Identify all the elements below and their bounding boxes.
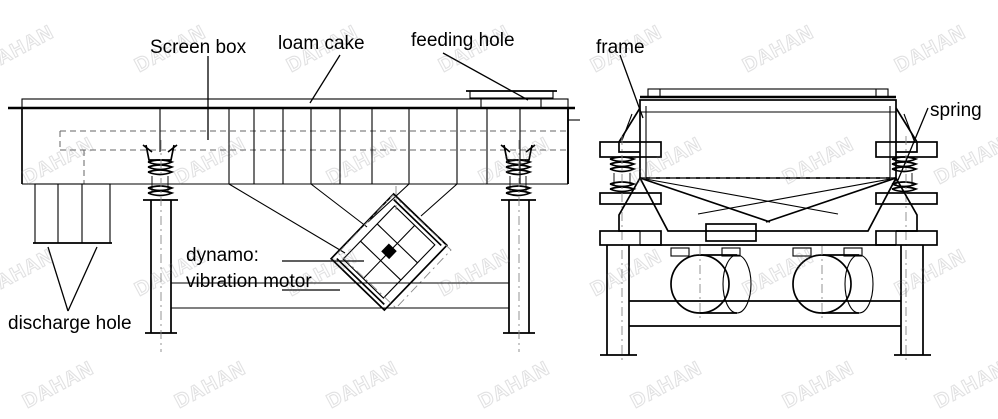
screen-box-end-body bbox=[639, 99, 897, 179]
leader-spring bbox=[897, 107, 929, 181]
vibration-motor-left-view bbox=[329, 192, 449, 312]
spring-leg-left bbox=[142, 140, 178, 352]
bracket-right-taper bbox=[895, 107, 918, 153]
right-view-end-elevation bbox=[599, 88, 938, 360]
left-view-side-elevation bbox=[8, 90, 580, 352]
frame-legs-right-view bbox=[600, 244, 931, 356]
label-frame: frame bbox=[596, 37, 645, 58]
lower-frame-beams bbox=[599, 223, 938, 246]
spring-mount-right bbox=[875, 136, 938, 360]
top-rail-left bbox=[8, 98, 575, 110]
label-spring: spring bbox=[930, 100, 982, 121]
box-right-end bbox=[567, 108, 580, 184]
label-dynamo-line2: vibration motor bbox=[186, 271, 312, 292]
screen-box-body bbox=[21, 108, 569, 185]
top-rail-right bbox=[640, 88, 896, 99]
leader-feeding-hole bbox=[442, 52, 529, 101]
label-loam-cake: loam cake bbox=[278, 33, 365, 54]
label-discharge-hole: discharge hole bbox=[8, 313, 132, 334]
label-feeding-hole: feeding hole bbox=[411, 30, 515, 51]
spring-leg-right bbox=[500, 140, 536, 352]
leader-loam-cake bbox=[309, 54, 341, 104]
box-ribs bbox=[159, 108, 521, 184]
leader-frame bbox=[619, 54, 644, 119]
discharge-chute bbox=[33, 183, 112, 244]
hopper-funnel bbox=[228, 183, 458, 254]
hopper-and-bracing bbox=[639, 177, 897, 232]
leader-lines bbox=[47, 52, 929, 312]
label-screen-box: Screen box bbox=[150, 37, 247, 58]
motor-ghost-outline bbox=[337, 194, 452, 309]
vibration-motor-cylinder-2 bbox=[792, 246, 874, 320]
leader-discharge-1 bbox=[47, 246, 69, 312]
leader-discharge-2 bbox=[67, 246, 98, 312]
screen-deck-dashed bbox=[59, 130, 568, 184]
bracket-left-taper bbox=[618, 107, 641, 153]
label-dynamo-line1: dynamo: bbox=[186, 245, 259, 266]
vibration-motor-cylinder-1 bbox=[670, 246, 752, 320]
base-cross-members-left-view bbox=[171, 282, 509, 309]
